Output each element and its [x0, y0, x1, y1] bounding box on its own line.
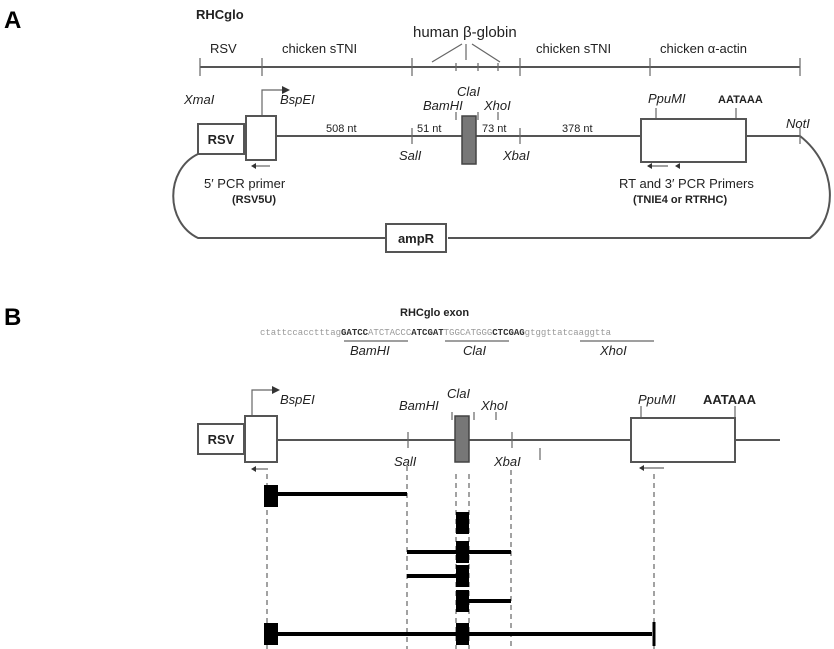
region-scale-bar — [199, 43, 801, 76]
region-rsv: RSV — [210, 41, 237, 56]
signal-aataaa-b: AATAAA — [703, 392, 757, 407]
primer3-name: (TNIE4 or RTRHC) — [633, 194, 727, 206]
dashed-guides — [266, 466, 655, 649]
exon-title: RHCglo exon — [400, 307, 469, 319]
site-clai-b: ClaI — [447, 386, 471, 401]
rsv-box-a-label: RSV — [208, 132, 235, 147]
exon1-box-a — [245, 115, 277, 161]
fragment-2 — [456, 512, 469, 534]
panel-a-letter: A — [4, 7, 21, 34]
primer3-label: RT and 3′ PCR Primers — [619, 176, 754, 191]
length-73: 73 nt — [482, 123, 506, 135]
site-bamhi-b: BamHI — [399, 398, 439, 413]
site-bspei-a: BspEI — [280, 92, 315, 107]
panel-a-title: RHCglo — [196, 7, 244, 22]
region-chicken-actin: chicken α-actin — [660, 41, 747, 56]
fragment-5 — [456, 590, 511, 612]
site-xhoi-b: XhoI — [480, 398, 508, 413]
fragment-4 — [407, 565, 469, 587]
site-bspei-b: BspEI — [280, 392, 315, 407]
globin-exon-b — [454, 415, 470, 463]
length-51: 51 nt — [417, 123, 441, 135]
fragment-3 — [407, 541, 511, 563]
site-clai-a: ClaI — [457, 84, 481, 99]
fragment-6 — [264, 622, 656, 646]
seq-site-xhoi: XhoI — [599, 343, 627, 358]
seq-site-bamhi: BamHI — [350, 343, 390, 358]
site-xhoi-a: XhoI — [483, 98, 511, 113]
site-xbai-a: XbaI — [502, 148, 530, 163]
actin-box-a — [640, 118, 747, 163]
site-ppumi-b: PpuMI — [638, 392, 676, 407]
site-xbai-b: XbaI — [493, 454, 521, 469]
rsv-box-b-label: RSV — [208, 432, 235, 447]
rsv-box-a — [197, 123, 245, 155]
site-xmai-a: XmaI — [183, 92, 215, 107]
fragment-1 — [264, 485, 407, 507]
panel-b-letter: B — [4, 304, 21, 331]
globin-exon-a — [461, 115, 477, 165]
ampr-label: ampR — [398, 231, 435, 246]
primer5-label: 5′ PCR primer — [204, 176, 286, 191]
length-508: 508 nt — [326, 123, 357, 135]
exon1-box-b — [244, 415, 278, 463]
signal-aataaa-a: AATAAA — [718, 94, 763, 106]
site-noti-a: NotI — [786, 116, 810, 131]
primer5-name: (RSV5U) — [232, 194, 276, 206]
exon-sequence: ctattccacctttagGATCCATCTACCCATCGATTGGCAT… — [260, 328, 612, 338]
actin-box-b — [630, 417, 736, 463]
seq-site-clai: ClaI — [463, 343, 487, 358]
site-sali-b: SalI — [394, 454, 417, 469]
region-human-globin: human β-globin — [413, 24, 517, 41]
region-chicken-stni-1: chicken sTNI — [282, 41, 357, 56]
region-chicken-stni-2: chicken sTNI — [536, 41, 611, 56]
ampr-box — [385, 223, 447, 253]
site-ppumi-a: PpuMI — [648, 91, 686, 106]
site-bamhi-a: BamHI — [423, 98, 463, 113]
site-sali-a: SalI — [399, 148, 422, 163]
length-378: 378 nt — [562, 123, 593, 135]
